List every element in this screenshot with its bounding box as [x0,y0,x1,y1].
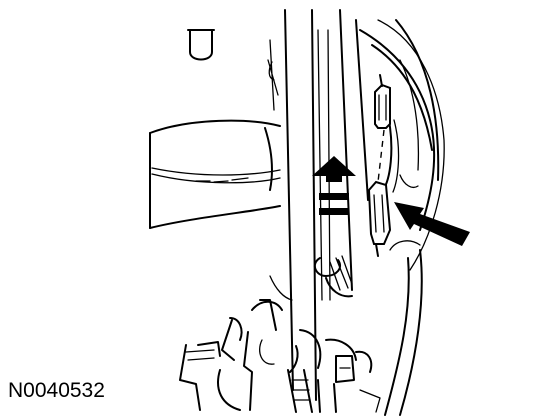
figure-id-label: N0040532 [8,379,105,402]
upper-connector [374,74,391,129]
housing-body [149,39,281,229]
lower-connector [367,180,392,257]
spring-clamp [313,255,353,298]
column-shaft [284,9,369,401]
up-arrow-icon [312,156,356,215]
pointer-arrow-icon [394,202,470,246]
upper-bracket [187,29,215,61]
lower-assembly [179,275,381,413]
alignment-dashed-line [377,129,385,183]
